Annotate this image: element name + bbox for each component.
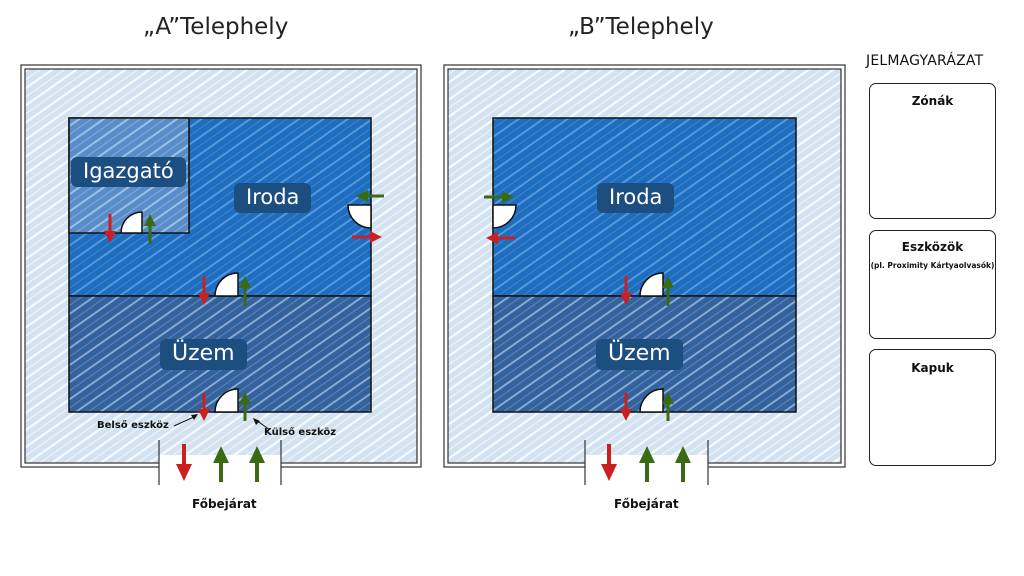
down-arrow-icon [104,214,116,243]
left-arrow-icon [486,232,515,244]
down-arrow-icon [176,444,192,481]
door-icon [639,388,664,413]
site-a-director-label: Igazgató [71,157,186,187]
site-b-title: „B”Telephely [568,14,714,40]
legend-gates-title: Kapuk [911,361,954,375]
site-a-entrance-label: Főbejárat [192,497,257,511]
up-arrow-icon [675,446,691,482]
up-arrow-icon [662,276,674,306]
inner-device-pointer [173,414,198,427]
legend-devices-title: Eszközök [901,240,964,254]
site-b-plan [443,64,846,485]
up-arrow-icon [239,276,251,306]
outer-device-pointer [253,418,271,431]
site-a-title: „A”Telephely [143,14,289,40]
door-icon [120,211,143,234]
up-arrow-icon [639,446,655,482]
site-b-plant-label: Üzem [596,339,683,370]
down-arrow-icon [620,276,632,305]
down-arrow-icon [620,393,632,421]
legend-devices-subtitle: (pl. Proximity Kártyaolvasók) [870,261,995,270]
legend-devices-box: Eszközök (pl. Proximity Kártyaolvasók) [869,230,996,339]
up-arrow-icon [239,392,251,421]
site-b-entrance-label: Főbejárat [614,497,679,511]
inner-device-label: Belső eszköz [97,420,169,431]
left-arrow-icon [356,190,384,202]
legend-gates-box: Kapuk [869,349,996,466]
legend-zones-box: Zónák [869,83,996,219]
door-icon [639,272,664,297]
down-arrow-icon [198,276,210,305]
door-icon [492,204,517,229]
down-arrow-icon [601,444,617,481]
site-a-plant-label: Üzem [160,339,247,370]
site-b-office-label: Iroda [597,183,675,213]
up-arrow-icon [662,392,674,421]
right-arrow-icon [484,191,514,203]
legend-zones-title: Zónák [911,94,954,108]
right-arrow-icon [352,231,382,243]
up-arrow-icon [213,446,229,482]
outer-device-label: Külső eszköz [264,427,337,438]
up-arrow-icon [249,446,265,482]
up-arrow-icon [144,214,156,244]
site-a-office-label: Iroda [234,183,312,213]
door-icon [214,388,239,413]
door-icon [214,272,239,297]
door-icon [347,204,372,229]
legend-title: JELMAGYARÁZAT [866,53,984,69]
site-a-plan [20,64,422,485]
down-arrow-icon [198,393,210,421]
